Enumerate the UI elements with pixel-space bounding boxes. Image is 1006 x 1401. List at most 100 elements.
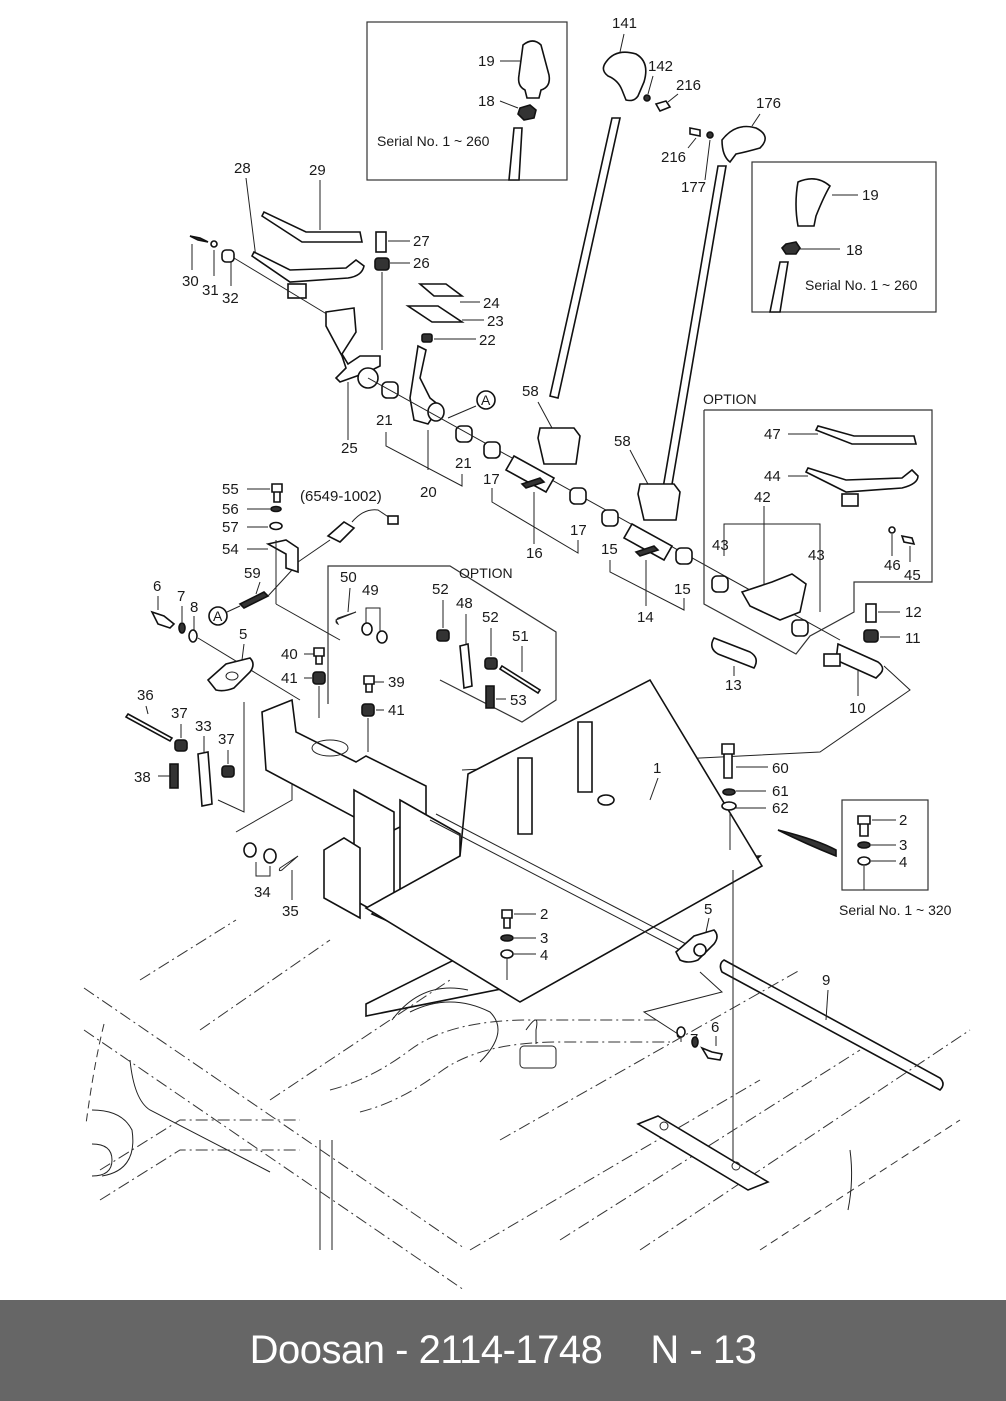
callout-50: 50 [340,569,357,586]
post-b-icon [577,721,593,793]
callout-2b: 2 [899,812,907,829]
callout-13: 13 [725,677,742,694]
callout-177: 177 [681,179,706,196]
callout-58a: 58 [522,383,539,400]
main-frame: 1 60 61 62 2 3 4 [261,678,837,1017]
callout-40: 40 [281,646,298,663]
bolt-60-icon [721,743,735,779]
callout-5a: 5 [239,626,247,643]
callout-15b: 15 [674,581,691,598]
callout-17a: 17 [483,471,500,488]
spring-59-icon [238,591,270,609]
inset-knob-right: 19 18 Serial No. 1 ~ 260 [751,161,937,313]
ref-a-marker [476,390,496,410]
callout-5b: 5 [704,901,712,918]
stud-27-icon [375,231,387,253]
option-lock-heading: OPTION [459,565,513,581]
lever-rod-2-icon [661,165,727,497]
callout-176: 176 [756,95,781,112]
callout-60: 60 [772,760,789,777]
footer-caption: Doosan - 2114-1748 N - 13 [0,1300,1006,1401]
cross-shaft-group: 5 9 8 7 6 [429,813,944,1180]
bushing-15b-icon [675,547,693,565]
callout-57: 57 [222,519,239,536]
callout-24: 24 [483,295,500,312]
callout-30: 30 [182,273,199,290]
pivot-10-group: 12 11 10 13 [461,603,922,771]
callout-43b: 43 [808,547,825,564]
bolt-30-icon [189,235,209,243]
pedal-pad-29-icon [260,210,363,243]
callout-28: 28 [234,160,251,177]
callout-6a: 6 [153,578,161,595]
nut-41a-icon [312,671,326,685]
nut-11-icon [863,629,879,643]
connector-ref-label: (6549-1002) [300,488,382,505]
nut-37a-icon [174,739,188,752]
callout-27: 27 [413,233,430,250]
callout-19: 19 [478,53,495,70]
callout-32: 32 [222,290,239,307]
bushing-17a-icon [483,441,501,459]
ref-a-marker-2 [208,606,228,626]
mount-plate-icon [636,1115,770,1191]
lock-bracket-group: 36 37 33 37 38 34 35 [124,687,299,920]
inset-bolt-washer: 2 3 4 Serial No. 1 ~ 320 [839,799,952,918]
pin-50-icon [335,611,357,626]
inset-frame [366,21,568,181]
callout-11: 11 [905,630,921,647]
switch-icon [326,521,356,543]
rod-36-icon [124,712,174,743]
knob-19-icon [517,40,551,99]
callout-44: 44 [764,468,781,485]
callout-59: 59 [244,565,261,582]
lock-plate-48-icon [459,642,473,690]
inset-option-pedal: OPTION 47 44 42 43 43 46 45 [703,391,933,655]
callout-51: 51 [512,628,529,645]
grip-141-icon [602,51,647,102]
callout-23: 23 [487,313,504,330]
shaft-group: 58 58 17 17 16 15 15 14 [367,377,841,641]
bolt-6b-icon [700,1046,724,1061]
callout-17b: 17 [570,522,587,539]
callout-16: 16 [526,545,543,562]
pedal-bracket-25-icon [325,307,381,383]
callout-58b: 58 [614,433,631,450]
inset-frame-2 [751,161,937,313]
bolt-39-icon [363,675,375,693]
callout-29: 29 [309,162,326,179]
lever-left-group: 141 142 216 [549,15,701,399]
parts-diagram: 19 18 Serial No. 1 ~ 260 141 142 216 176… [83,15,971,1291]
pivot-10-icon [835,642,884,679]
bushing-32-icon [221,249,235,263]
callout-47: 47 [764,426,781,443]
lever-right-group: 176 216 177 [661,95,781,497]
washer-34a-icon [243,842,257,858]
serial-note-3: Serial No. 1 ~ 320 [839,902,952,918]
callout-35: 35 [282,903,299,920]
callout-14: 14 [637,609,654,626]
bolt-216b-icon [689,127,701,137]
callout-38: 38 [134,769,151,786]
callout-37b: 37 [218,731,235,748]
callout-42: 42 [754,489,771,506]
bracket-44-icon [841,493,859,507]
arrow-pointer-icon [777,829,837,858]
callout-54: 54 [222,541,239,558]
knob-19b-icon [795,178,832,227]
nut-18b-icon [780,241,801,255]
callout-15a: 15 [601,541,618,558]
callout-39: 39 [388,674,405,691]
callout-45: 45 [904,567,921,584]
callout-55: 55 [222,481,239,498]
callout-33: 33 [195,718,212,735]
callout-21a: 21 [376,412,393,429]
pedal-left-group: 28 29 30 31 32 27 26 25 24 23 [182,160,504,501]
flange-left-group: 6 7 8 5 [150,578,301,701]
spring-53-icon [485,685,495,709]
stud-12-icon [865,603,877,623]
callout-19b: 19 [862,187,879,204]
callout-4b: 4 [899,854,907,871]
rod-51-icon [498,664,542,695]
washer-49b-icon [376,630,388,644]
